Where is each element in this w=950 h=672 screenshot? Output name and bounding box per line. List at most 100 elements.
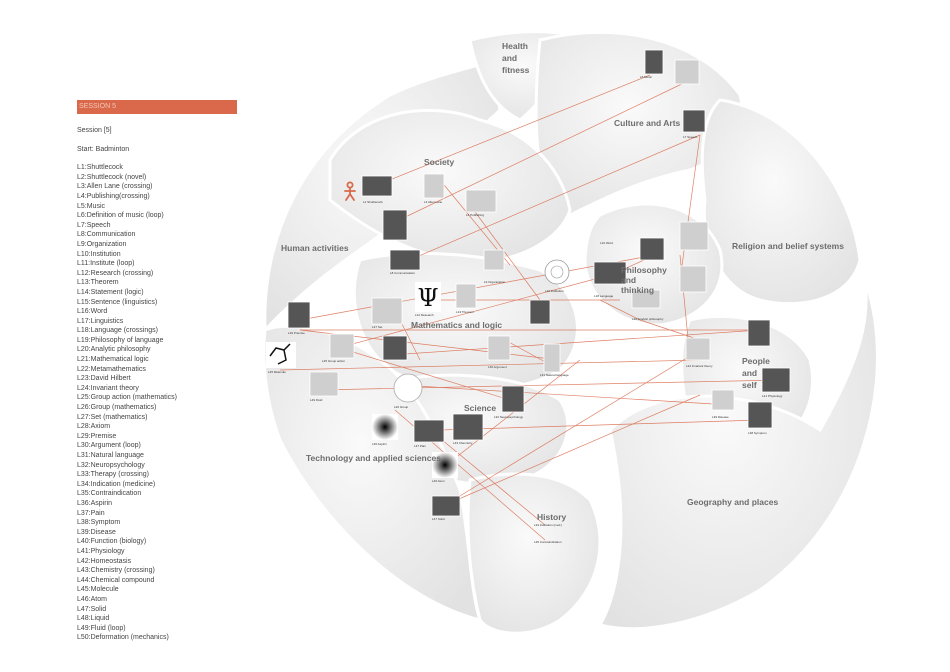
link-list-item[interactable]: L10:Institution <box>77 250 121 258</box>
link-list-item[interactable]: L5:Music <box>77 202 106 210</box>
node-group[interactable]: L25 Group action <box>322 333 355 363</box>
node-shuttlecock[interactable]: L1 Shuttlecock <box>361 175 393 204</box>
node-solid[interactable]: L47 Solid <box>431 495 461 521</box>
svg-text:L35 Contraindication: L35 Contraindication <box>534 540 562 544</box>
node-history-1[interactable]: L34 Indication (med.) <box>534 523 562 527</box>
node-atom[interactable]: L46 Atom <box>432 452 458 483</box>
link-list-item[interactable]: L9:Organization <box>77 240 127 248</box>
svg-text:L10 Institution: L10 Institution <box>545 289 564 293</box>
link-list-item[interactable]: L15:Sentence (linguistics) <box>77 298 158 306</box>
node-people-5[interactable]: L24 Invariant theory <box>685 337 713 368</box>
link-list-item[interactable]: L25:Group action (mathematics) <box>77 394 177 402</box>
svg-text:L31 Natural language: L31 Natural language <box>540 373 569 377</box>
link-list-item[interactable]: L20:Analytic philosophy <box>77 346 151 354</box>
link-list-item[interactable]: L31:Natural language <box>77 452 144 459</box>
link-list-item[interactable]: L14:Statement (logic) <box>77 288 144 296</box>
link-list-item[interactable]: L16:Word <box>77 308 108 316</box>
node-religion-3[interactable] <box>679 265 707 293</box>
node-argument[interactable]: L30 Argument <box>487 335 511 369</box>
node-molecule[interactable]: L45 Molecule <box>266 342 296 374</box>
link-list-item[interactable]: L21:Mathematical logic <box>77 356 149 364</box>
node-allen-lane[interactable]: L3 Allen Lane <box>423 173 445 204</box>
node-religion-2[interactable] <box>679 221 709 251</box>
link-list-item[interactable]: L34:Indication (medicine) <box>77 480 156 488</box>
start-label: Start: Badminton <box>77 145 130 153</box>
node-organization[interactable]: L9 Organization <box>483 249 506 284</box>
node-rubik[interactable] <box>382 335 408 361</box>
link-list-item[interactable]: L24:Invariant theory <box>77 384 139 392</box>
link-list-item[interactable]: L37:Pain <box>77 509 105 517</box>
node-sets-diagram[interactable]: L26 Group <box>393 373 423 409</box>
link-list-item[interactable]: L29:Premise <box>77 432 117 440</box>
svg-text:L43 Chemistry: L43 Chemistry <box>453 441 473 445</box>
node-institution[interactable]: L10 Institution <box>544 259 570 293</box>
node-people-3[interactable]: L39 Disease <box>711 389 735 419</box>
link-list-item[interactable]: L13:Theorem <box>77 279 119 287</box>
node-culture-3[interactable]: L7 Speech <box>682 109 706 139</box>
link-list-item[interactable]: L47:Solid <box>77 605 107 613</box>
node-people-4[interactable]: L38 Symptom <box>747 401 773 435</box>
link-list-item[interactable]: L12:Research (crossing) <box>77 269 154 277</box>
link-list-item[interactable]: L33:Therapy (crossing) <box>77 471 149 479</box>
person-icon[interactable] <box>344 181 356 201</box>
link-list-item[interactable]: L7:Speech <box>77 221 111 229</box>
link-list-item[interactable]: L28:Axiom <box>77 423 111 431</box>
link-list-item[interactable]: L17:Linguistics <box>77 317 124 325</box>
node-culture-1[interactable]: L5 Music <box>640 49 664 79</box>
node-human[interactable]: L29 Premise <box>287 301 311 335</box>
node-communication[interactable]: L8 Communication <box>389 249 421 275</box>
node-neuro[interactable]: L32 Neuropsychology <box>494 385 525 419</box>
link-list-item[interactable]: L35:Contraindication <box>77 490 142 498</box>
link-list-item[interactable]: L19:Philosophy of language <box>77 336 164 344</box>
link-list-item[interactable]: L26:Group (mathematics) <box>77 404 157 412</box>
link-list-item[interactable]: L42:Homeostasis <box>77 557 132 565</box>
node-language-2[interactable] <box>529 299 551 325</box>
svg-text:L18 Language: L18 Language <box>594 294 614 298</box>
link-list-item[interactable]: L39:Disease <box>77 528 116 536</box>
link-list-item[interactable]: L11:Institute (loop) <box>77 260 135 268</box>
link-list-item[interactable]: L46:Atom <box>77 595 107 603</box>
link-list-item[interactable]: L1:Shuttlecock <box>77 164 123 172</box>
node-blur[interactable]: L36 Aspirin <box>372 414 398 446</box>
link-list-item[interactable]: L43:Chemistry (crossing) <box>77 567 155 575</box>
node-hilbert[interactable] <box>747 319 771 347</box>
link-list-item[interactable]: L36:Aspirin <box>77 499 113 507</box>
link-list-item[interactable]: L22:Metamathematics <box>77 365 146 373</box>
session-sidebar: SESSION 5 Session [5] Start: Badminton L… <box>77 100 237 643</box>
node-analytic[interactable]: L20 Analytic philosophy <box>631 289 664 321</box>
node-culture-2[interactable] <box>674 59 700 85</box>
link-list-item[interactable]: L40:Function (biology) <box>77 538 147 546</box>
link-list-item[interactable]: L18:Language (crossings) <box>77 327 158 335</box>
node-linguistics[interactable]: L31 Natural language <box>540 343 569 377</box>
link-list-item[interactable]: L23:David Hilbert <box>77 375 131 383</box>
link-list-item[interactable]: L6:Definition of music (loop) <box>77 212 164 220</box>
node-history-2[interactable]: L35 Contraindication <box>534 540 562 544</box>
link-list-item[interactable]: L44:Chemical compound <box>77 576 155 584</box>
node-religion-1[interactable]: L16 Word <box>600 237 665 261</box>
link-list-item[interactable]: L32:Neuropsychology <box>77 461 145 469</box>
link-list-item[interactable]: L45:Molecule <box>77 586 119 594</box>
link-list-item[interactable]: L2:Shuttlecock (novel) <box>77 173 147 181</box>
link-list-item[interactable]: L48:Liquid <box>77 615 110 623</box>
node-philosophy[interactable]: L18 Language <box>593 261 627 298</box>
link-list-item[interactable]: L4:Publishing(crossing) <box>77 192 150 200</box>
svg-text:L24 Invariant theory: L24 Invariant theory <box>686 364 713 368</box>
node-science[interactable]: L43 Chemistry <box>452 413 484 445</box>
link-list-item[interactable]: L41:Physiology <box>77 547 125 555</box>
node-people-2[interactable]: L41 Physiology <box>761 367 791 398</box>
svg-text:L32 Neuropsychology: L32 Neuropsychology <box>494 415 524 419</box>
node-pain[interactable]: L37 Pain <box>413 419 445 448</box>
link-list-item[interactable]: L27:Set (mathematics) <box>77 413 148 421</box>
node-novel[interactable] <box>382 209 408 241</box>
link-list-item[interactable]: L30:Argument (loop) <box>77 442 141 450</box>
node-publishing[interactable]: L4 Publishing <box>465 189 497 217</box>
link-list-item[interactable]: L49:Fluid (loop) <box>77 624 126 632</box>
node-fluid[interactable]: L49 Fluid <box>309 371 339 402</box>
link-list-item[interactable]: L38:Symptom <box>77 519 121 527</box>
link-list-item[interactable]: L3:Allen Lane (crossing) <box>77 183 153 191</box>
node-set[interactable]: L27 Set <box>371 297 403 329</box>
node-theorem[interactable]: L13 Theorem <box>455 283 477 314</box>
link-list-item[interactable]: L8:Communication <box>77 231 136 239</box>
link-list-item[interactable]: L50:Deformation (mechanics) <box>77 634 169 642</box>
